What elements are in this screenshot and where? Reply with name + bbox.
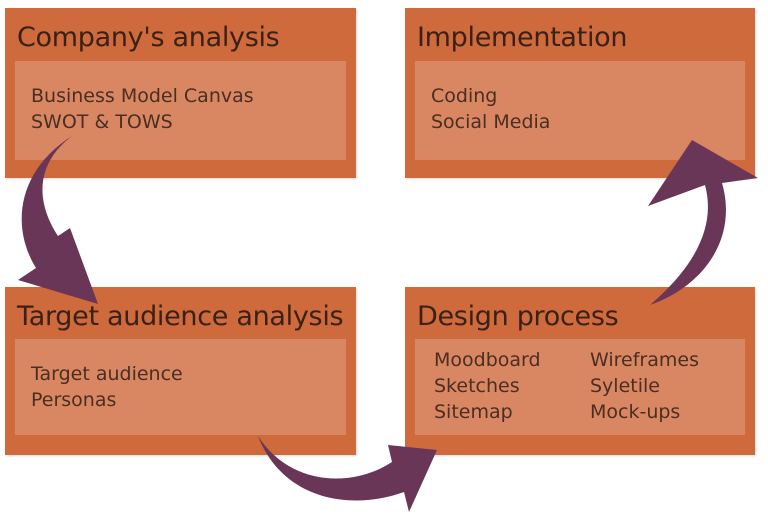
target-audience-box: Target audience analysis Target audience…	[5, 287, 356, 455]
design-item-sketches: Sketches	[434, 375, 520, 397]
target-audience-content: Target audience Personas	[15, 339, 346, 435]
target-audience-title: Target audience analysis	[17, 301, 344, 332]
company-analysis-content: Business Model Canvas SWOT & TOWS	[15, 61, 346, 160]
design-process-box: Design process Moodboard Sketches Sitema…	[405, 287, 755, 455]
company-analysis-box: Company's analysis Business Model Canvas…	[5, 8, 356, 178]
implementation-box: Implementation Coding Social Media	[405, 8, 755, 178]
design-item-styletile: Syletile	[590, 375, 660, 397]
design-process-title: Design process	[417, 301, 619, 332]
implementation-title: Implementation	[417, 22, 628, 53]
target-item-personas: Personas	[31, 389, 117, 411]
design-item-wireframes: Wireframes	[590, 349, 699, 371]
implementation-content: Coding Social Media	[415, 61, 745, 160]
design-item-mockups: Mock-ups	[590, 401, 681, 423]
design-item-moodboard: Moodboard	[434, 349, 541, 371]
company-item-business-model-canvas: Business Model Canvas	[31, 85, 254, 107]
design-process-content: Moodboard Sketches Sitemap Wireframes Sy…	[415, 339, 745, 435]
company-item-swot: SWOT & TOWS	[31, 111, 173, 133]
implementation-item-coding: Coding	[431, 85, 498, 107]
implementation-item-social-media: Social Media	[431, 111, 551, 133]
target-item-target-audience: Target audience	[31, 363, 183, 385]
design-item-sitemap: Sitemap	[434, 401, 513, 423]
company-analysis-title: Company's analysis	[17, 22, 280, 53]
